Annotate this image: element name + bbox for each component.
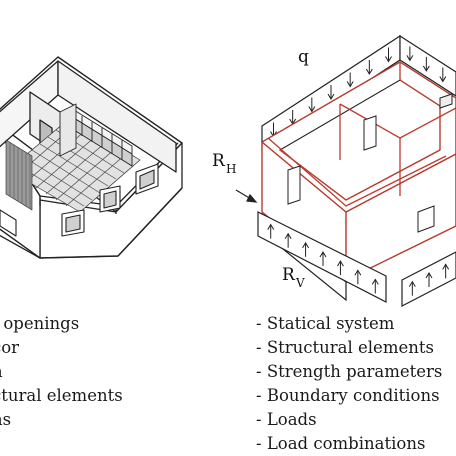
- reaction-arrow-up: [319, 251, 327, 266]
- architectural-house-model: [0, 56, 183, 259]
- load-arrow-down: [365, 60, 373, 75]
- list-item: cor: [0, 338, 20, 357]
- reaction-arrows-rv: [267, 223, 450, 296]
- house-windows: [0, 163, 159, 237]
- reaction-arrow-up: [302, 241, 310, 257]
- reaction-label-rh-subscript: H: [226, 162, 236, 176]
- house-base: [0, 187, 183, 259]
- list-item: ctural elements: [0, 386, 123, 405]
- reaction-arrow-up: [336, 260, 344, 276]
- reaction-arrow-up: [408, 280, 416, 296]
- list-item: - Strength parameters: [256, 362, 443, 381]
- load-arrow-down: [406, 46, 414, 62]
- list-item: - Structural elements: [256, 338, 434, 357]
- list-item: n: [0, 360, 123, 384]
- load-label-q: q: [298, 47, 309, 67]
- list-item: - Boundary conditions: [256, 386, 440, 405]
- reaction-arrow-up: [284, 232, 292, 248]
- list-item: - Loads: [256, 410, 317, 429]
- reaction-arrow-up: [442, 263, 450, 279]
- house-shaded-wall-section: [5, 139, 33, 211]
- list-item: ns: [0, 410, 12, 429]
- reaction-label-rh: R: [212, 151, 226, 171]
- reaction-label-rv-subscript: V: [295, 276, 305, 290]
- reaction-arrow-up: [267, 223, 275, 239]
- architectural-properties-list: f openings cor n ctural elements ns: [0, 312, 123, 432]
- house-kitchen-units: [59, 103, 133, 167]
- load-arrow-down: [308, 97, 316, 113]
- house-interior-right-wall: [57, 60, 177, 173]
- structural-properties-list: - Statical system - Structural elements …: [256, 312, 442, 456]
- load-arrow-down: [346, 72, 354, 88]
- structural-openings: [287, 93, 453, 233]
- load-arrow-down: [439, 67, 447, 83]
- list-item: - Statical system: [256, 314, 395, 333]
- horizontal-reaction-arrow: [235, 189, 258, 203]
- list-item: f openings: [0, 314, 80, 333]
- load-arrow-down: [422, 56, 430, 72]
- load-arrow-down: [385, 47, 392, 63]
- reaction-arrow-up: [354, 269, 362, 285]
- reaction-arrow-up: [371, 278, 379, 294]
- structural-model: q R H R V: [212, 34, 456, 307]
- reaction-arrow-up: [425, 272, 433, 287]
- reaction-label-rv: R: [282, 265, 296, 285]
- load-arrow-down: [327, 85, 335, 100]
- list-item: - Load combinations: [256, 434, 426, 453]
